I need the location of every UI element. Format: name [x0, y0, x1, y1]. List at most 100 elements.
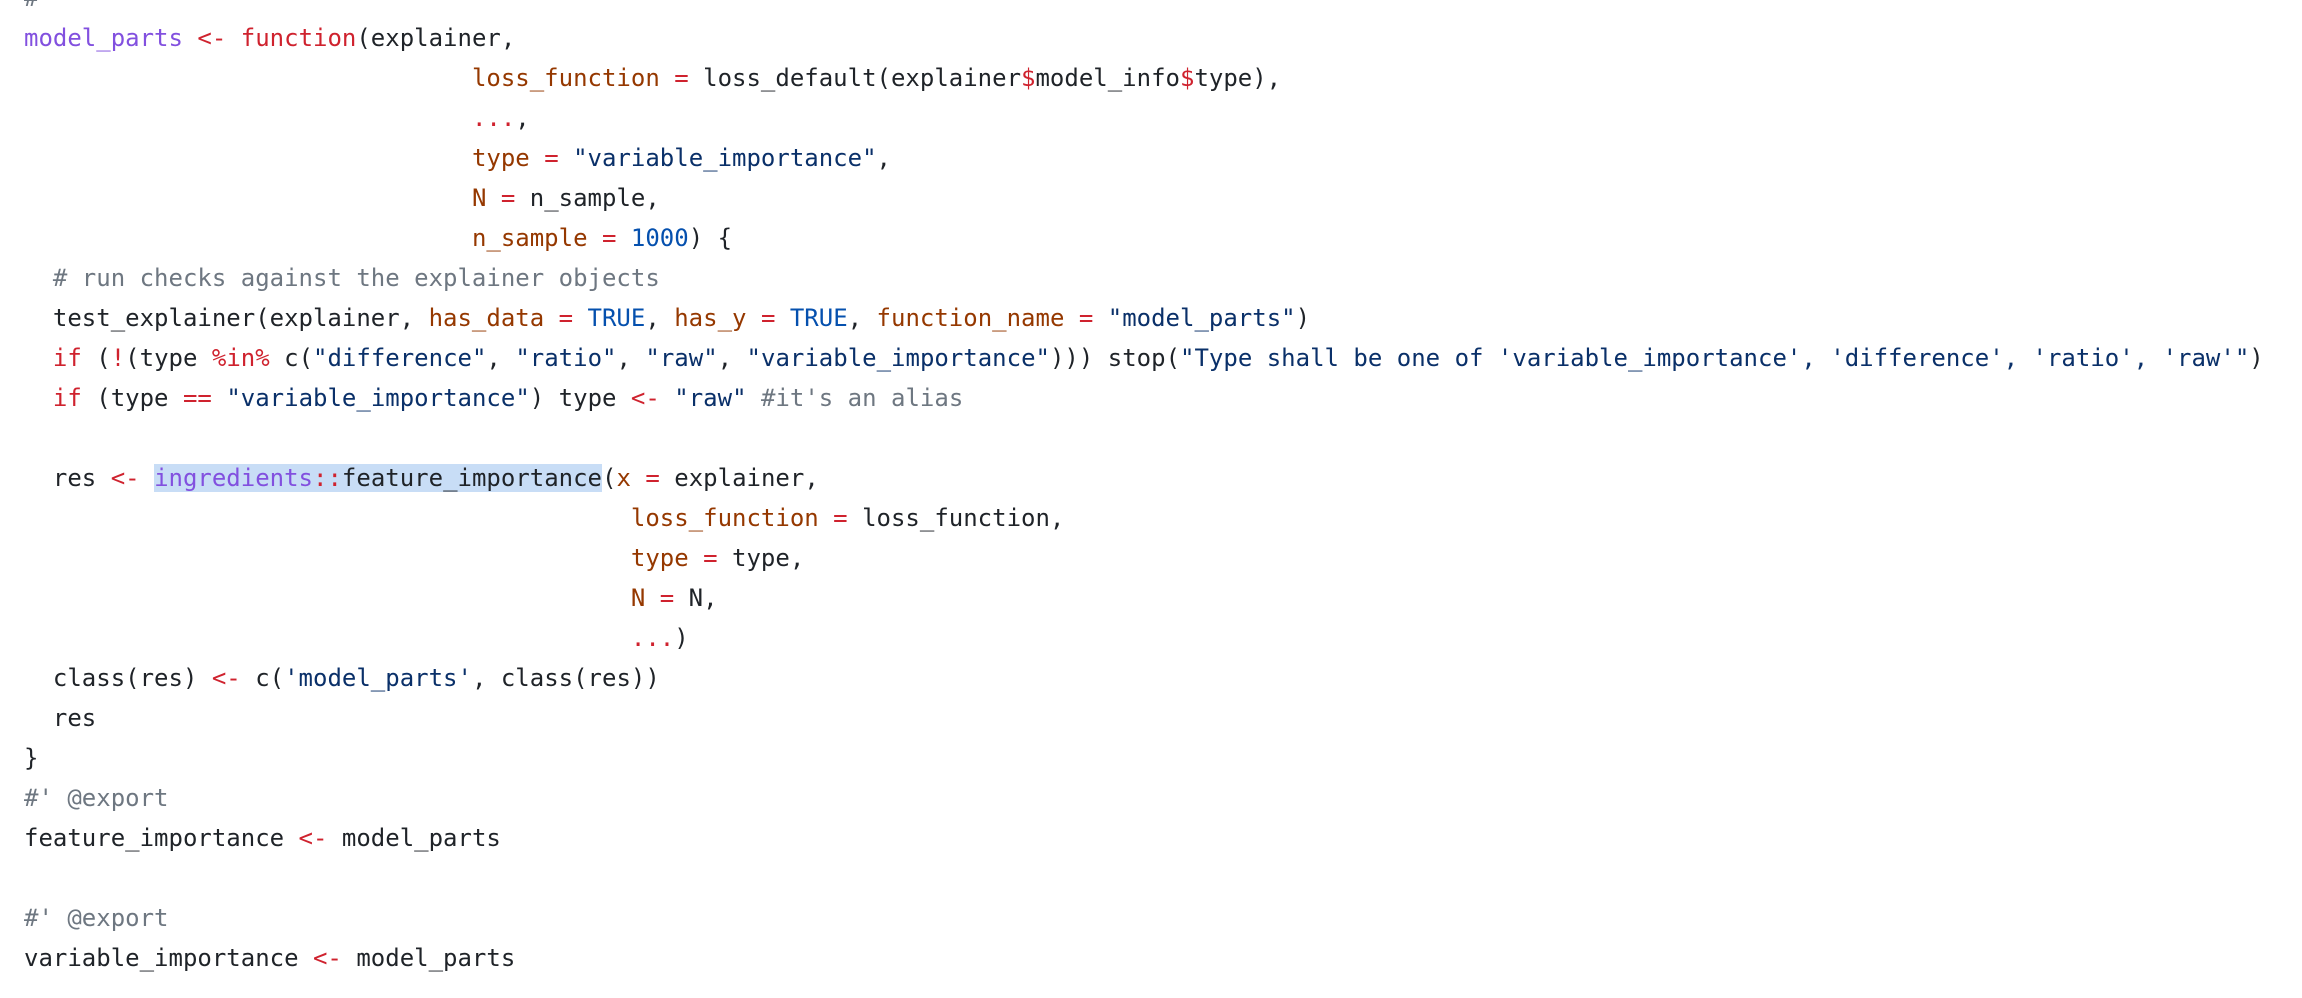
code-line: #' @export	[24, 778, 2264, 818]
code-token: =	[645, 464, 660, 492]
code-token: model_parts	[24, 24, 183, 52]
code-token: <-	[630, 384, 660, 412]
code-token: c(	[240, 664, 285, 692]
code-token: (type	[81, 384, 183, 412]
code-token	[573, 304, 587, 332]
code-line: if (type == "variable_importance") type …	[24, 378, 2264, 418]
code-token: ))) stop(	[1049, 344, 1181, 372]
code-token: variable_importance	[24, 944, 313, 972]
code-token: <-	[197, 24, 227, 52]
code-line: # run checks against the explainer objec…	[24, 258, 2264, 298]
code-token: <-	[211, 664, 241, 692]
code-token: explainer,	[659, 464, 819, 492]
code-token: has_y	[674, 304, 747, 332]
code-token	[24, 64, 472, 92]
code-line: ​	[24, 418, 2264, 458]
code-token	[212, 384, 226, 412]
code-token	[24, 504, 631, 532]
code-token: #it's an alias	[760, 384, 964, 412]
code-token: loss_function,	[847, 504, 1065, 532]
code-token: ,	[847, 304, 877, 332]
code-token: x	[616, 464, 631, 492]
code-line: ...)	[24, 618, 2264, 658]
code-token: ) {	[688, 224, 733, 252]
code-token: model_info	[1035, 64, 1180, 92]
code-token: )	[674, 624, 689, 652]
code-token: "difference"	[313, 344, 487, 372]
code-token: )	[1295, 304, 1311, 332]
code-token	[747, 384, 761, 412]
code-token: feature_importance	[341, 464, 603, 492]
code-line: loss_function = loss_function,	[24, 498, 2264, 538]
code-token: <-	[110, 464, 140, 492]
code-token	[819, 504, 833, 532]
code-token: %in%	[211, 344, 270, 372]
code-token	[24, 584, 631, 612]
code-token	[746, 304, 760, 332]
code-token	[140, 464, 154, 492]
code-token: type,	[717, 544, 805, 572]
code-token: $	[1179, 64, 1195, 92]
code-token	[588, 224, 602, 252]
code-token: ingredients	[154, 464, 314, 492]
code-token: 1000	[630, 224, 689, 252]
code-token: ,	[515, 104, 530, 132]
code-token	[559, 144, 573, 172]
code-token	[24, 104, 472, 132]
code-token	[24, 384, 53, 412]
code-token: =	[674, 64, 689, 92]
code-token: N	[471, 184, 487, 212]
code-token	[24, 624, 631, 652]
code-line: ​	[24, 858, 2264, 898]
code-token: (explainer,	[356, 24, 516, 52]
code-token: "model_parts"	[1107, 304, 1296, 332]
code-token	[24, 144, 472, 172]
code-token: TRUE	[789, 304, 848, 332]
code-token: "variable_importance"	[746, 344, 1050, 372]
code-token: function	[240, 24, 357, 52]
code-line: res <- ingredients::feature_importance(x…	[24, 458, 2264, 498]
code-token: }	[24, 744, 39, 772]
code-token	[544, 304, 558, 332]
code-token: ,	[645, 304, 675, 332]
code-token: =	[833, 504, 848, 532]
code-line: if (!(type %in% c("difference", "ratio",…	[24, 338, 2264, 378]
code-token: ...	[630, 624, 675, 652]
code-line: N = n_sample,	[24, 178, 2264, 218]
code-token: =	[760, 304, 776, 332]
code-token: res	[24, 704, 97, 732]
code-token: ,	[616, 344, 646, 372]
code-token: "raw"	[674, 384, 747, 412]
code-token: type	[630, 544, 689, 572]
code-token: =	[659, 584, 675, 612]
code-token: N	[630, 584, 646, 612]
code-token: (	[81, 344, 111, 372]
code-token: loss_function	[630, 504, 819, 532]
code-token: if	[52, 344, 82, 372]
code-token: "Type shall be one of 'variable_importan…	[1180, 344, 2250, 372]
code-line: loss_function = loss_default(explainer$m…	[24, 58, 2264, 98]
code-token: res	[24, 464, 111, 492]
code-token	[226, 24, 240, 52]
code-token: !	[110, 344, 126, 372]
code-token: ::	[313, 464, 342, 492]
code-token: =	[500, 184, 516, 212]
code-token: type),	[1194, 64, 1282, 92]
code-token: test_explainer(explainer,	[24, 304, 429, 332]
code-token: model_parts	[341, 944, 516, 972]
code-token: model_parts	[327, 824, 501, 852]
code-token: #' @export	[24, 904, 169, 932]
code-token: =	[544, 144, 559, 172]
code-token: type	[471, 144, 530, 172]
code-token	[1064, 304, 1078, 332]
code-lines[interactable]: #model_parts <- function(explainer, loss…	[24, 0, 2264, 978]
code-token: # run checks against the explainer objec…	[52, 264, 660, 292]
code-token	[775, 304, 789, 332]
code-line: #	[24, 0, 2264, 18]
code-line: ...,	[24, 98, 2264, 138]
code-line: test_explainer(explainer, has_data = TRU…	[24, 298, 2264, 338]
code-line: feature_importance <- model_parts	[24, 818, 2264, 858]
code-token: #' @export	[24, 784, 169, 812]
code-token	[24, 344, 53, 372]
